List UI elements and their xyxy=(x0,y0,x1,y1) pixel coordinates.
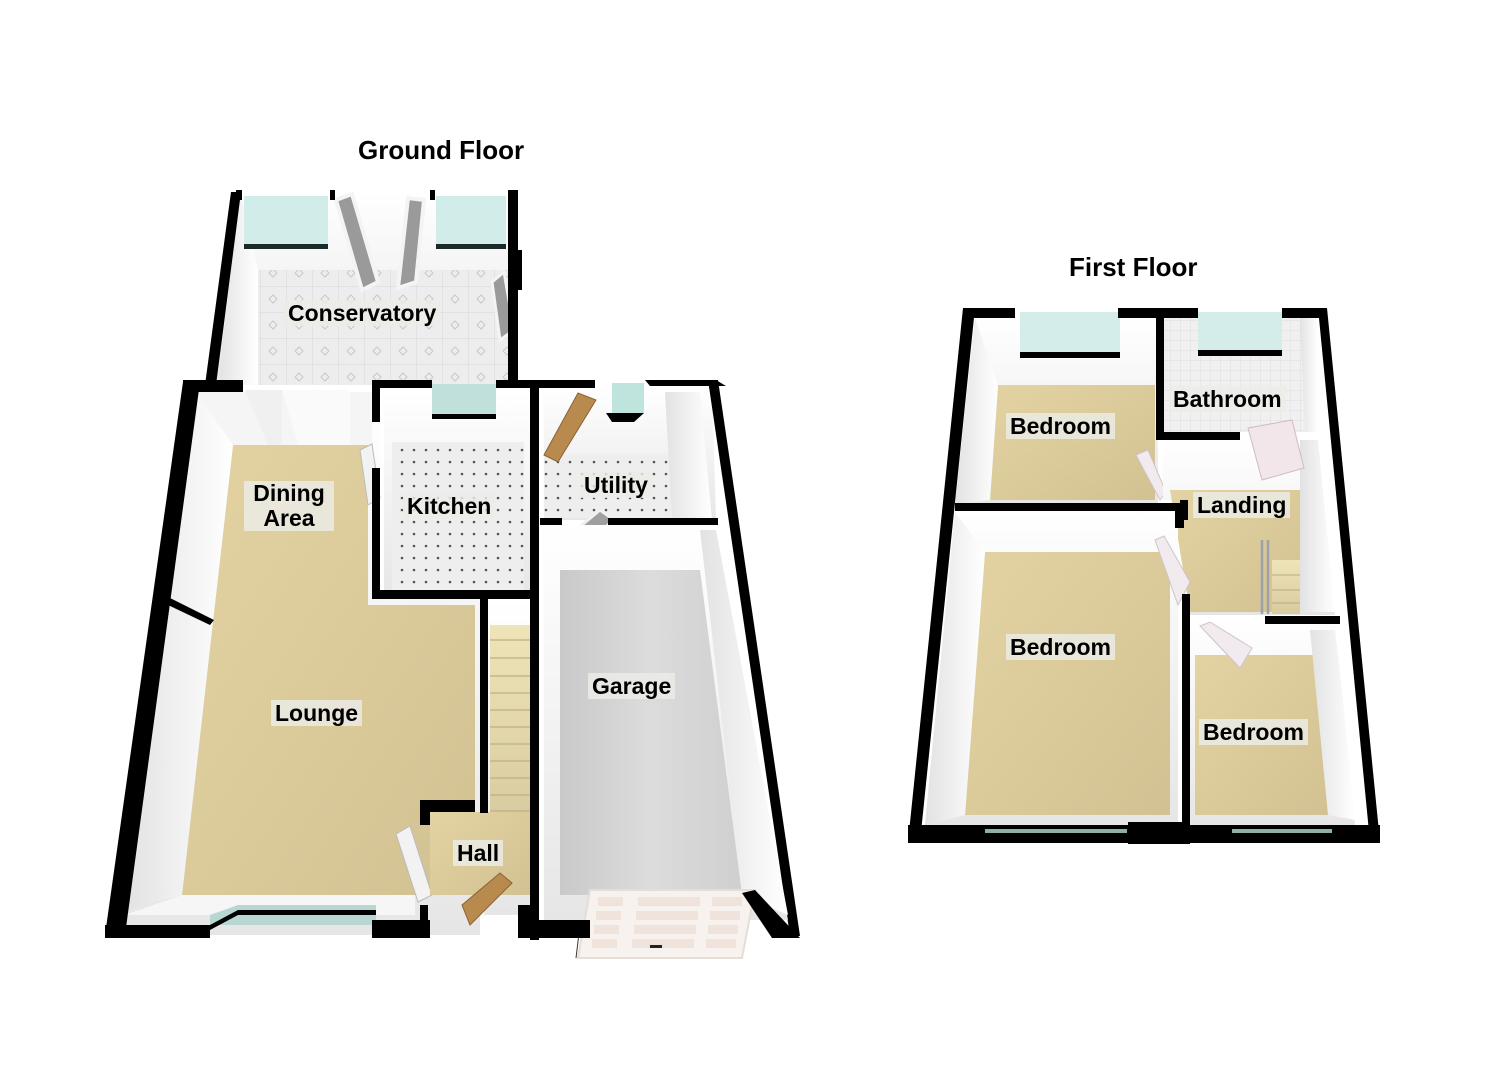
window-lounge-side xyxy=(168,598,214,625)
window-bedroom-back xyxy=(1020,312,1120,356)
french-door-left[interactable] xyxy=(333,191,381,293)
room-lounge-dining[interactable] xyxy=(105,380,480,938)
room-kitchen[interactable] xyxy=(359,380,541,940)
label-bedroom-front-small: Bedroom xyxy=(1199,719,1308,745)
first-floor-front-wall xyxy=(908,822,1380,844)
window-bathroom xyxy=(1198,312,1282,354)
label-landing: Landing xyxy=(1193,492,1291,518)
door-bedroom-front-small[interactable] xyxy=(1199,621,1253,669)
label-garage: Garage xyxy=(588,673,676,699)
garage-door-handle xyxy=(650,945,662,948)
french-door-right[interactable] xyxy=(395,195,427,291)
window-bedroom-front-large xyxy=(985,829,1127,833)
window-kitchen xyxy=(432,384,496,416)
room-utility[interactable] xyxy=(530,380,800,936)
first-floor-title: First Floor xyxy=(1069,252,1198,282)
label-bedroom-back: Bedroom xyxy=(1006,413,1115,439)
ground-floor-title: Ground Floor xyxy=(358,135,525,165)
label-dining-area: Dining Area xyxy=(244,481,334,531)
label-bathroom: Bathroom xyxy=(1169,386,1286,412)
first-floor-plan xyxy=(908,308,1380,844)
label-kitchen: Kitchen xyxy=(403,493,496,519)
room-garage[interactable] xyxy=(534,525,800,959)
room-bedroom-front-large[interactable] xyxy=(925,503,1191,826)
door-bedroom-front-large[interactable] xyxy=(1154,535,1191,607)
label-utility: Utility xyxy=(580,472,652,498)
garage-door[interactable] xyxy=(576,889,757,959)
window-conservatory-right xyxy=(436,196,506,248)
window-conservatory-left xyxy=(244,196,328,248)
front-door[interactable] xyxy=(461,872,513,926)
room-landing[interactable] xyxy=(1163,419,1335,675)
label-hall: Hall xyxy=(453,840,504,866)
ground-floor-plan xyxy=(105,190,800,959)
room-conservatory[interactable] xyxy=(205,190,522,388)
staircase-ground[interactable] xyxy=(490,625,530,820)
door-bathroom[interactable] xyxy=(1247,419,1305,481)
label-bedroom-front-large: Bedroom xyxy=(1006,634,1115,660)
label-lounge: Lounge xyxy=(271,700,363,726)
door-utility-rear[interactable] xyxy=(543,392,597,463)
window-utility xyxy=(612,383,644,413)
label-conservatory: Conservatory xyxy=(284,300,441,326)
window-bedroom-front-small xyxy=(1232,829,1332,833)
